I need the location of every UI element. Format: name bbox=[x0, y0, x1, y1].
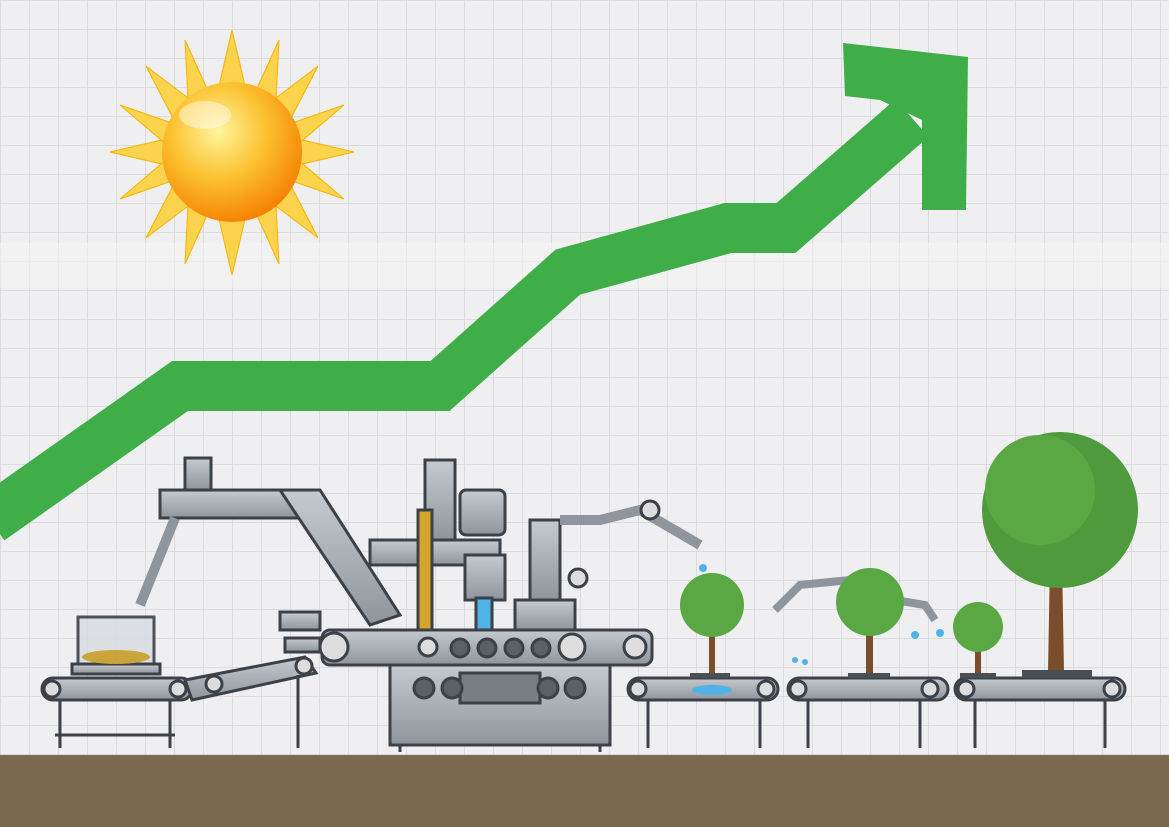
robotic-arm-left bbox=[135, 456, 403, 627]
conveyor-belt-icon bbox=[40, 615, 319, 748]
growth-arrow-icon bbox=[0, 43, 968, 541]
sun-icon bbox=[109, 29, 355, 276]
water-drops bbox=[692, 564, 944, 695]
ground bbox=[0, 755, 1169, 827]
tree-icon bbox=[680, 432, 1138, 678]
factory-machine-icon bbox=[278, 458, 703, 752]
conveyor-belt-icon bbox=[626, 576, 1127, 748]
seed-pile bbox=[82, 650, 150, 664]
